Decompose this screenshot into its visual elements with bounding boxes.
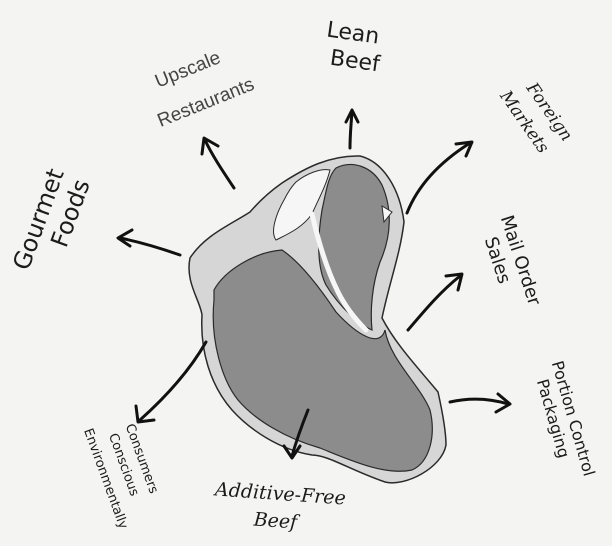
arrow-lean-beef [346, 110, 358, 148]
label-portion-control-packaging: Portion Control Packaging [533, 359, 599, 479]
lean-beef-line-2: Beef [328, 46, 382, 78]
additive-free-line-1: Additive-Free [212, 478, 346, 509]
label-lean-beef: Lean Beef [325, 18, 383, 78]
label-upscale-restaurants: Upscale Restaurants [152, 47, 257, 132]
arrow-upscale-restaurants [202, 138, 234, 188]
label-gourmet-foods: Gourmet Foods [7, 165, 95, 274]
arrow-portion-control-packaging [450, 394, 510, 412]
arrow-mail-order-sales [408, 274, 462, 330]
additive-free-line-2: Beef [252, 508, 301, 533]
arrow-gourmet-foods [118, 230, 180, 255]
t-bone-steak-illustration [189, 156, 446, 483]
label-additive-free-beef: Additive-Free Beef [212, 478, 346, 533]
lean-beef-line-1: Lean [325, 18, 381, 50]
label-environmentally-conscious-consumers: Environmentally Conscious Consumers [80, 422, 161, 531]
arrow-foreign-markets [407, 142, 472, 213]
label-mail-order-sales: Mail Order Sales [480, 213, 545, 309]
label-foreign-markets: Foreign Markets [495, 78, 577, 157]
arrow-environmentally-conscious [136, 342, 206, 422]
upscale-restaurants-line-1: Upscale [152, 47, 224, 92]
